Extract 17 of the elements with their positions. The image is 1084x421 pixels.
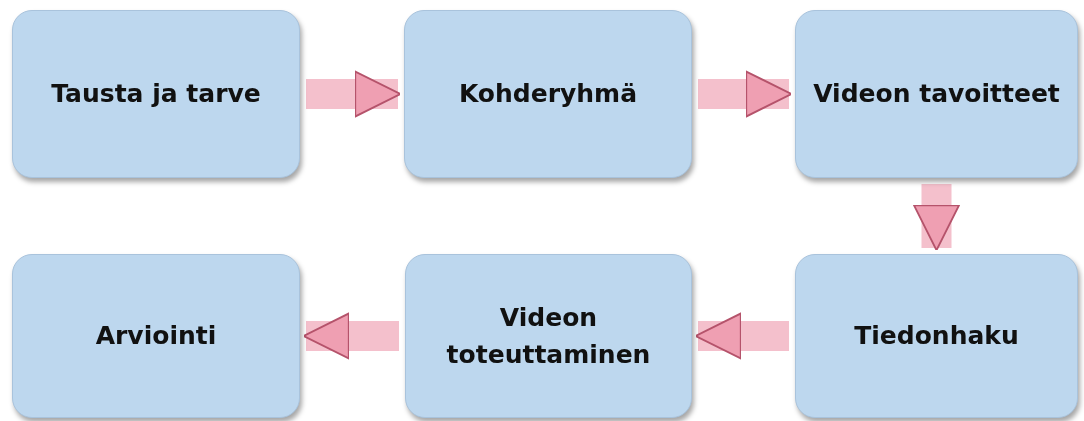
- box-label: Arviointi: [94, 320, 218, 353]
- process-box: [795, 10, 1078, 178]
- process-box: [12, 254, 300, 418]
- box-label: Tausta ja tarve: [50, 78, 262, 111]
- box-label: Videon toteuttaminen: [445, 301, 652, 371]
- block-arrow: [913, 184, 960, 252]
- box-label: Kohderyhmä: [457, 78, 639, 111]
- block-arrow: [698, 70, 793, 118]
- process-box: [404, 10, 692, 178]
- box-label: Tiedonhaku: [853, 320, 1020, 353]
- process-box: [795, 254, 1078, 418]
- block-arrow: [694, 312, 789, 360]
- box-label: Videon tavoitteet: [812, 78, 1061, 111]
- block-arrow: [302, 312, 399, 360]
- process-box: [12, 10, 300, 178]
- process-box: [405, 254, 692, 418]
- block-arrow: [306, 70, 402, 118]
